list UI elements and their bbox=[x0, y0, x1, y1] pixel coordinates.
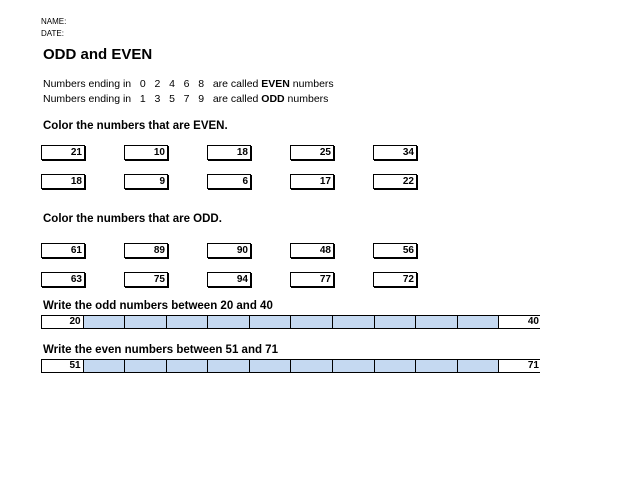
odd-number-box[interactable]: 61 bbox=[41, 243, 85, 258]
odd-number-box[interactable]: 72 bbox=[373, 272, 417, 287]
answer-cell[interactable] bbox=[83, 316, 126, 328]
odd-rule-prefix: Numbers ending in 1 3 5 7 9 are called bbox=[43, 93, 262, 105]
answer-cell[interactable] bbox=[374, 316, 417, 328]
name-label: NAME: bbox=[41, 17, 67, 26]
answer-cell[interactable] bbox=[291, 316, 334, 328]
even-between-heading: Write the even numbers between 51 and 71 bbox=[43, 344, 278, 356]
answer-cell[interactable] bbox=[333, 360, 375, 372]
answer-cell[interactable] bbox=[166, 316, 209, 328]
answer-cell[interactable] bbox=[416, 360, 458, 372]
even-between-end: 71 bbox=[499, 360, 541, 372]
even-number-box[interactable]: 21 bbox=[41, 145, 85, 160]
answer-cell[interactable] bbox=[416, 316, 458, 328]
even-number-box[interactable]: 17 bbox=[290, 174, 334, 189]
odd-number-box[interactable]: 94 bbox=[207, 272, 251, 287]
even-rule-word: EVEN bbox=[261, 78, 290, 90]
answer-cell[interactable] bbox=[83, 360, 126, 372]
even-rule-suffix: numbers bbox=[289, 78, 334, 90]
even-number-box[interactable]: 10 bbox=[124, 145, 168, 160]
even-number-box[interactable]: 9 bbox=[124, 174, 168, 189]
odd-between-start: 20 bbox=[42, 316, 84, 328]
answer-cell[interactable] bbox=[208, 316, 250, 328]
even-section-heading: Color the numbers that are EVEN. bbox=[43, 120, 228, 132]
even-rule-prefix: Numbers ending in 0 2 4 6 8 are called bbox=[43, 78, 262, 90]
even-number-box[interactable]: 22 bbox=[373, 174, 417, 189]
odd-number-box[interactable]: 89 bbox=[124, 243, 168, 258]
date-label: DATE: bbox=[41, 29, 64, 38]
answer-cell[interactable] bbox=[333, 316, 375, 328]
answer-cell[interactable] bbox=[457, 360, 500, 372]
odd-rule-word: ODD bbox=[261, 93, 285, 105]
even-number-box[interactable]: 18 bbox=[207, 145, 251, 160]
even-between-start: 51 bbox=[42, 360, 84, 372]
odd-number-box[interactable]: 77 bbox=[290, 272, 334, 287]
odd-section-heading: Color the numbers that are ODD. bbox=[43, 213, 222, 225]
odd-between-end: 40 bbox=[499, 316, 541, 328]
odd-between-strip: 20 40 bbox=[41, 315, 541, 329]
odd-number-box[interactable]: 48 bbox=[290, 243, 334, 258]
even-number-box[interactable]: 34 bbox=[373, 145, 417, 160]
answer-cell[interactable] bbox=[166, 360, 209, 372]
even-between-strip: 51 71 bbox=[41, 359, 541, 373]
page-title: ODD and EVEN bbox=[43, 46, 153, 63]
answer-cell[interactable] bbox=[457, 316, 500, 328]
answer-cell[interactable] bbox=[208, 360, 250, 372]
odd-number-box[interactable]: 56 bbox=[373, 243, 417, 258]
answer-cell[interactable] bbox=[125, 360, 167, 372]
answer-cell[interactable] bbox=[374, 360, 417, 372]
even-number-box[interactable]: 18 bbox=[41, 174, 85, 189]
answer-cell[interactable] bbox=[291, 360, 334, 372]
odd-number-box[interactable]: 90 bbox=[207, 243, 251, 258]
odd-rule-suffix: numbers bbox=[284, 93, 329, 105]
even-rule: Numbers ending in 0 2 4 6 8 are called E… bbox=[43, 77, 334, 91]
odd-rule: Numbers ending in 1 3 5 7 9 are called O… bbox=[43, 92, 328, 106]
answer-cell[interactable] bbox=[249, 316, 292, 328]
answer-cell[interactable] bbox=[125, 316, 167, 328]
answer-cell[interactable] bbox=[249, 360, 292, 372]
odd-between-heading: Write the odd numbers between 20 and 40 bbox=[43, 300, 273, 312]
odd-number-box[interactable]: 75 bbox=[124, 272, 168, 287]
even-number-box[interactable]: 6 bbox=[207, 174, 251, 189]
odd-number-box[interactable]: 63 bbox=[41, 272, 85, 287]
even-number-box[interactable]: 25 bbox=[290, 145, 334, 160]
